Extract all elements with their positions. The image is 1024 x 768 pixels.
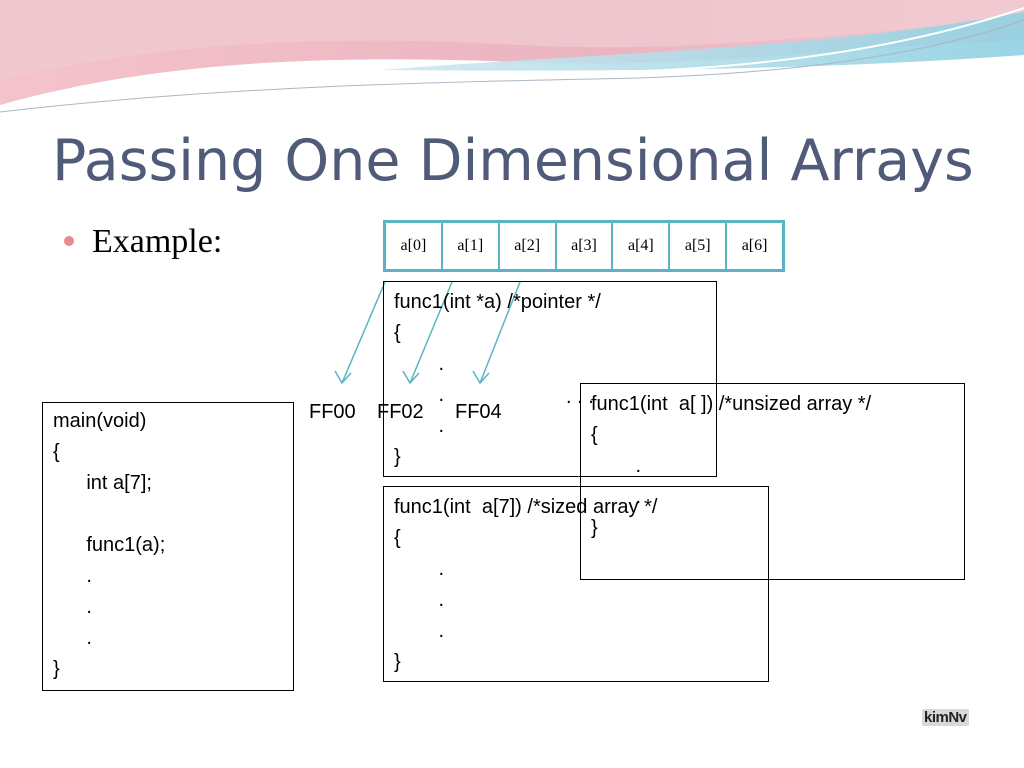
array-cell: a[0] — [386, 223, 443, 269]
array-strip: a[0] a[1] a[2] a[3] a[4] a[5] a[6] — [383, 220, 785, 272]
main-code-box — [42, 402, 294, 691]
unsized-code-box — [580, 383, 965, 580]
array-cell: a[6] — [741, 237, 768, 254]
array-cell: a[1] — [443, 223, 500, 269]
author-logo: kimNv — [922, 709, 969, 726]
address-label: FF00 — [309, 401, 356, 423]
array-cell: a[5] — [670, 223, 728, 269]
example-label: Example: — [92, 223, 223, 260]
array-cell: a[2] — [500, 223, 557, 269]
sized-code: func1(int a[7]) /*sized array */ { . . .… — [394, 496, 658, 673]
page-title: Passing One Dimensional Arrays — [52, 128, 974, 194]
overlap-dots: . . . — [566, 386, 594, 408]
main-code: main(void) { int a[7]; func1(a); . . . } — [53, 410, 166, 680]
header-wave-decoration — [0, 0, 1024, 113]
address-label: FF04 — [455, 401, 502, 423]
pointer-code-box — [383, 281, 717, 477]
arrow-to-ff00 — [341, 281, 386, 384]
pointer-code: func1(int *a) /*pointer */ { . . . } — [394, 291, 601, 468]
array-cell: a[3] — [557, 223, 614, 269]
array-cell: a[4] — [613, 223, 671, 269]
address-label: FF02 — [377, 401, 424, 423]
arrowhead-ff00 — [334, 370, 352, 385]
sized-code-box — [383, 486, 769, 682]
bullet-dot-icon — [64, 236, 74, 246]
unsized-code: func1(int a[ ]) /*unsized array */ { . .… — [591, 393, 872, 539]
